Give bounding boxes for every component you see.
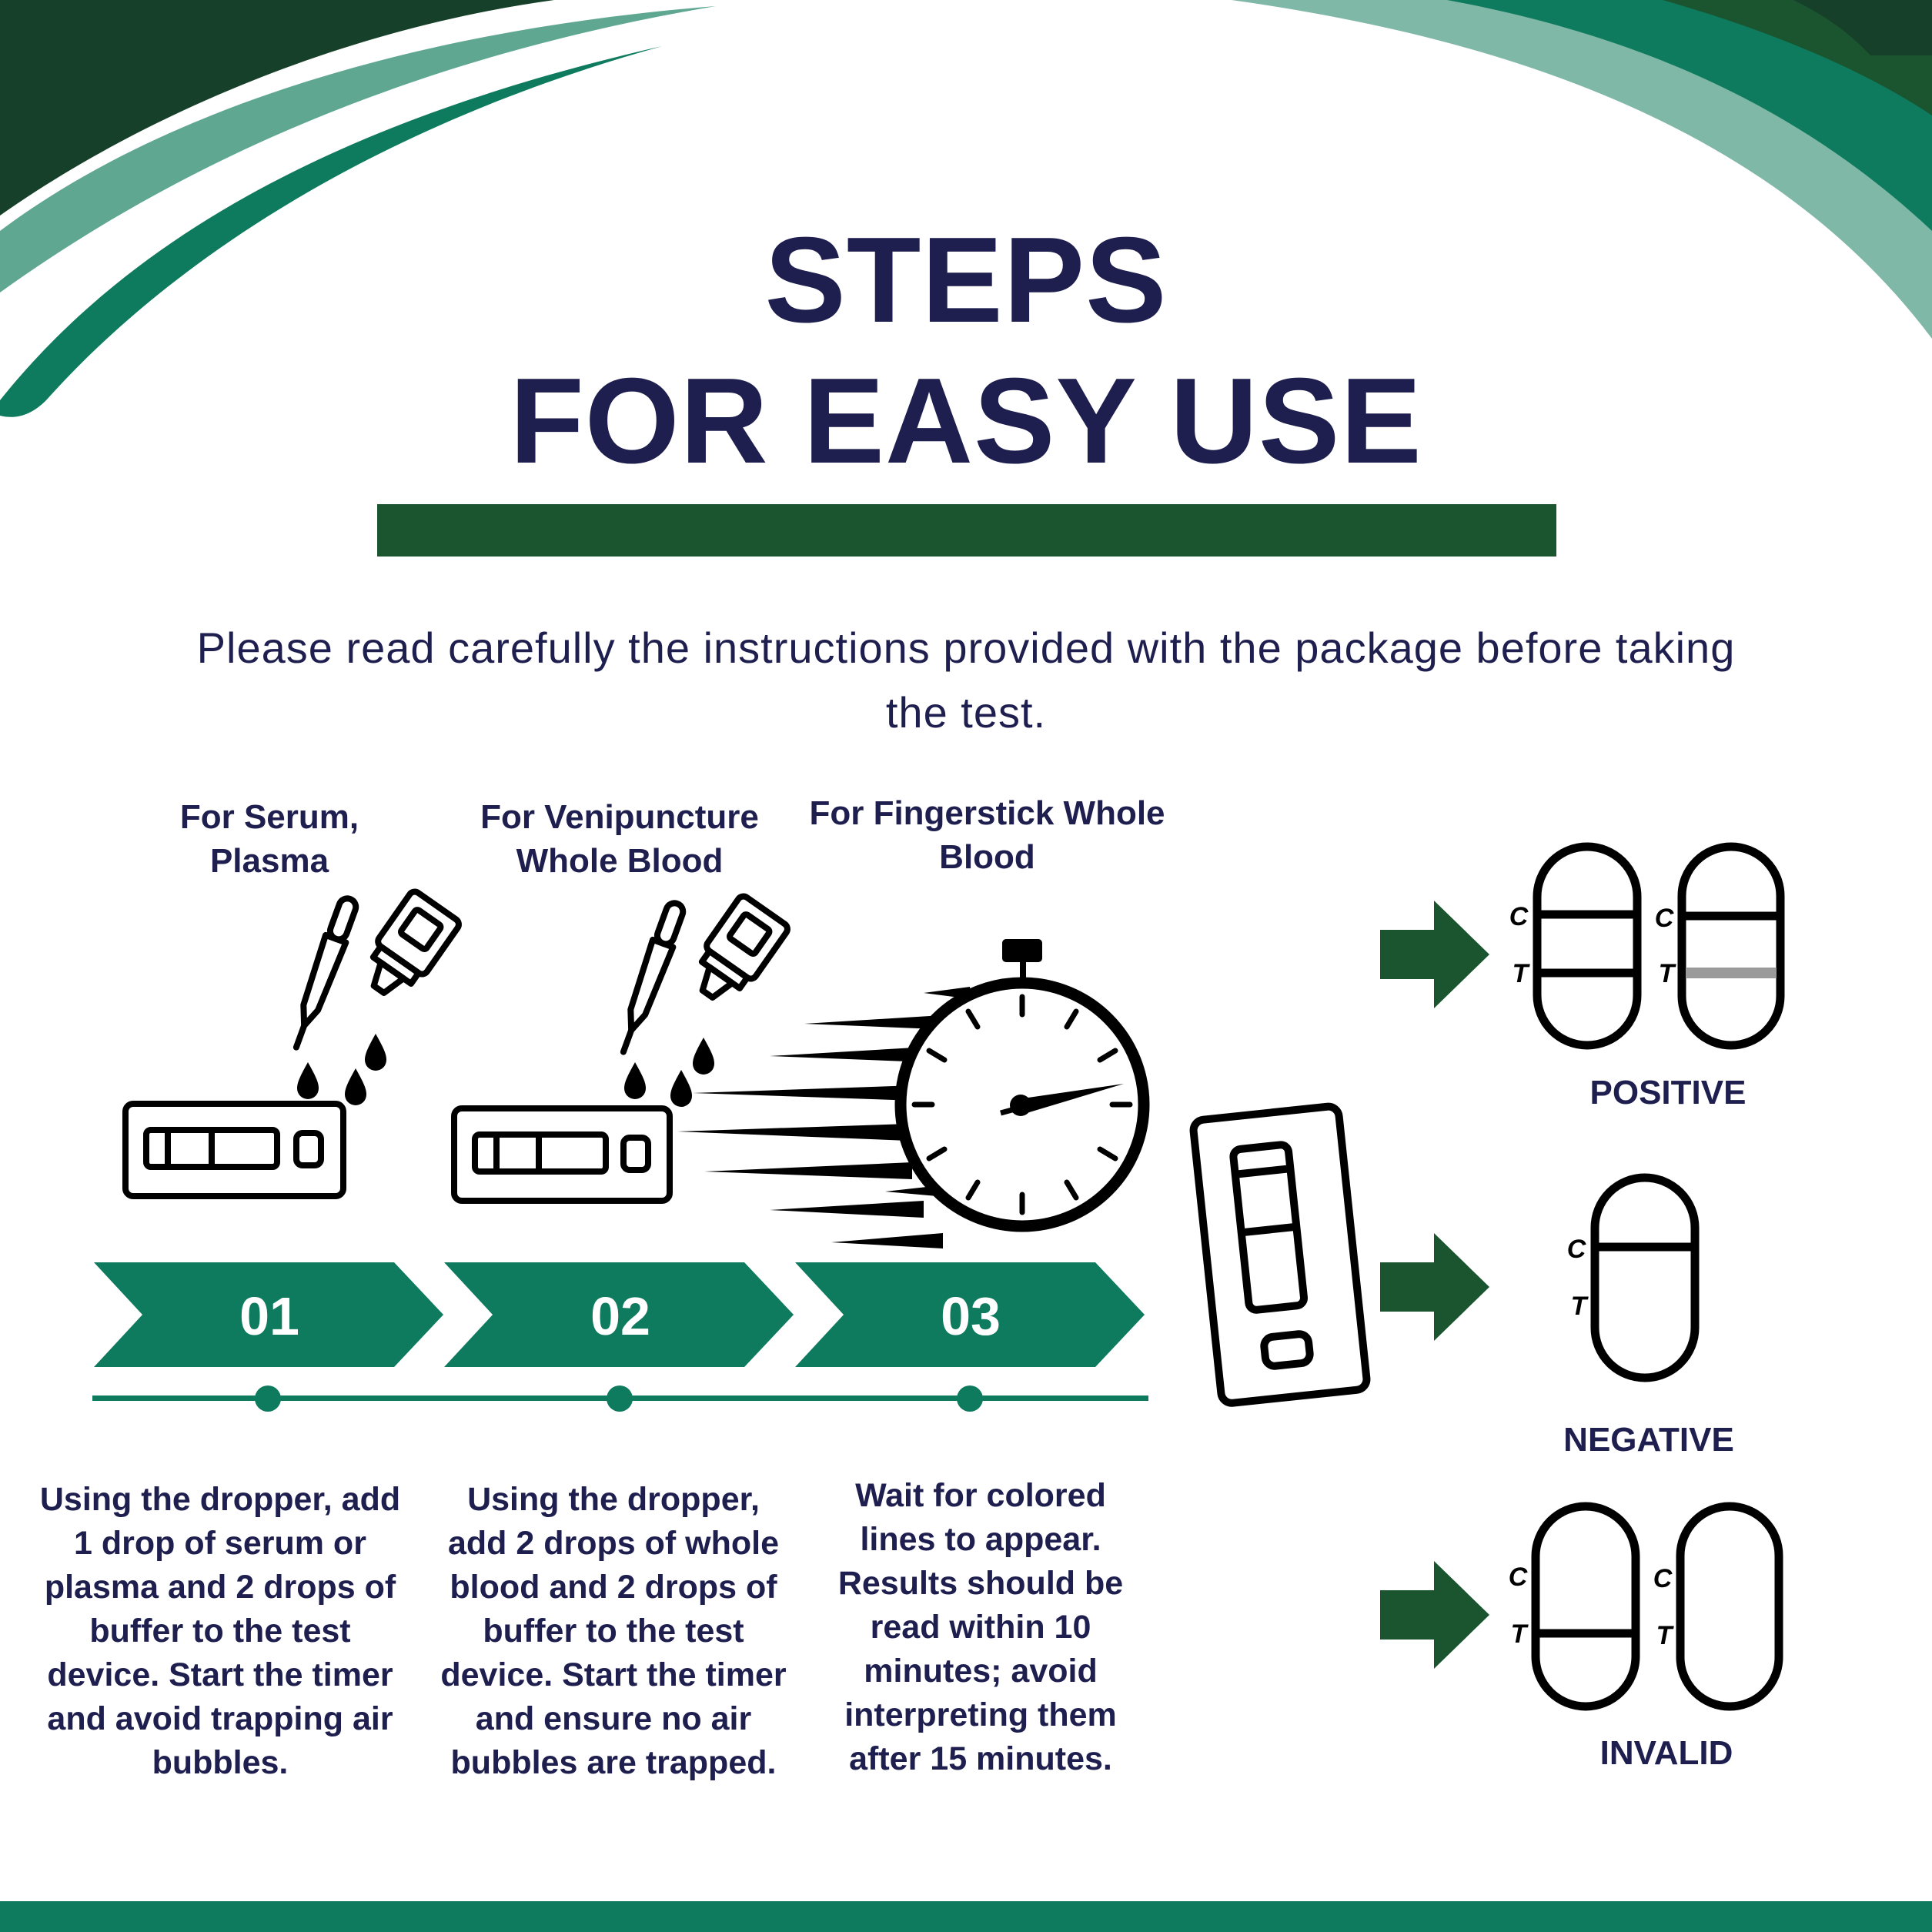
negative-label: NEGATIVE: [1563, 1421, 1734, 1459]
title-divider: [377, 504, 1556, 557]
result-arrows: [1380, 901, 1489, 1669]
step-3-description: Wait for colored lines to appear. Result…: [837, 1477, 1124, 1777]
page-title-line1: STEPS: [764, 212, 1168, 348]
control-mark: C: [1508, 1563, 1528, 1592]
positive-strips: [1533, 842, 1785, 1050]
buffer-bottle-icon: [369, 888, 462, 996]
test-mark: T: [1658, 959, 1675, 988]
test-mark: T: [1656, 1621, 1673, 1650]
test-device-icon: [1189, 1102, 1371, 1407]
arrow-right-icon: [1380, 1233, 1489, 1341]
dropper-icon: [292, 895, 359, 1051]
stopwatch-icon: [677, 939, 1150, 1248]
control-mark: C: [1654, 904, 1674, 933]
step-3-title: For Fingerstick Whole Blood: [809, 794, 1165, 876]
step-2-number: 02: [590, 1286, 650, 1346]
step-1-chevron: [94, 1262, 443, 1367]
step-chevrons: [94, 1262, 1145, 1367]
arrow-right-icon: [1380, 1561, 1489, 1669]
invalid-label: INVALID: [1599, 1734, 1733, 1772]
step-3-number: 03: [941, 1286, 1001, 1346]
test-mark: T: [1512, 959, 1529, 988]
positive-label: POSITIVE: [1589, 1074, 1746, 1111]
buffer-bottle-icon: [698, 893, 791, 1001]
step-2-title: For Venipuncture Whole Blood: [480, 798, 759, 880]
test-mark: T: [1510, 1619, 1527, 1649]
timeline: [92, 1385, 1148, 1412]
drops-icon: [297, 1034, 386, 1105]
step-1-description: Using the dropper, add 1 drop of serum o…: [39, 1481, 401, 1781]
step-1-title: For Serum, Plasma: [179, 798, 359, 880]
timeline-dot: [607, 1385, 633, 1412]
step-1-illustration: [122, 888, 462, 1199]
step-1-number: 01: [239, 1286, 299, 1346]
control-mark: C: [1653, 1564, 1673, 1593]
page-title-line2: FOR EASY USE: [510, 353, 1422, 489]
step-3-chevron: [795, 1262, 1145, 1367]
step-2-chevron: [444, 1262, 794, 1367]
test-cassette-icon: [122, 1101, 346, 1199]
timeline-dot: [957, 1385, 983, 1412]
negative-strip: [1590, 1173, 1700, 1382]
test-cassette-icon: [451, 1105, 673, 1204]
arrow-right-icon: [1380, 901, 1489, 1008]
invalid-strips: [1531, 1502, 1783, 1711]
instructions-subtitle: Please read carefully the instructions p…: [196, 623, 1736, 737]
step-2-description: Using the dropper, add 2 drops of whole …: [440, 1481, 787, 1781]
step-2-illustration: [451, 893, 791, 1204]
control-mark: C: [1566, 1235, 1586, 1264]
dropper-icon: [620, 900, 687, 1055]
test-mark: T: [1570, 1292, 1587, 1321]
control-mark: C: [1509, 902, 1529, 931]
drops-icon: [624, 1038, 714, 1107]
timeline-dot: [255, 1385, 281, 1412]
